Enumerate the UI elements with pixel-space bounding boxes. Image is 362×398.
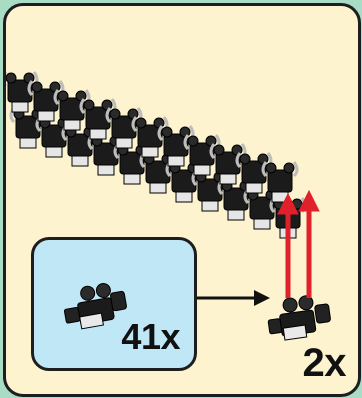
callout-quantity: 41x — [121, 316, 180, 357]
loose-link-piece — [267, 295, 331, 341]
parts-callout: 41x — [31, 237, 197, 371]
instruction-step-panel: 41x 2x — [3, 3, 361, 397]
pointer-arrow — [194, 290, 270, 306]
assembly-arrows — [277, 189, 320, 298]
assembly-scene — [6, 70, 331, 341]
track-chain — [6, 70, 307, 240]
track-link-piece-icon — [63, 282, 127, 330]
step-quantity: 2x — [302, 341, 347, 385]
track-link — [6, 70, 39, 114]
